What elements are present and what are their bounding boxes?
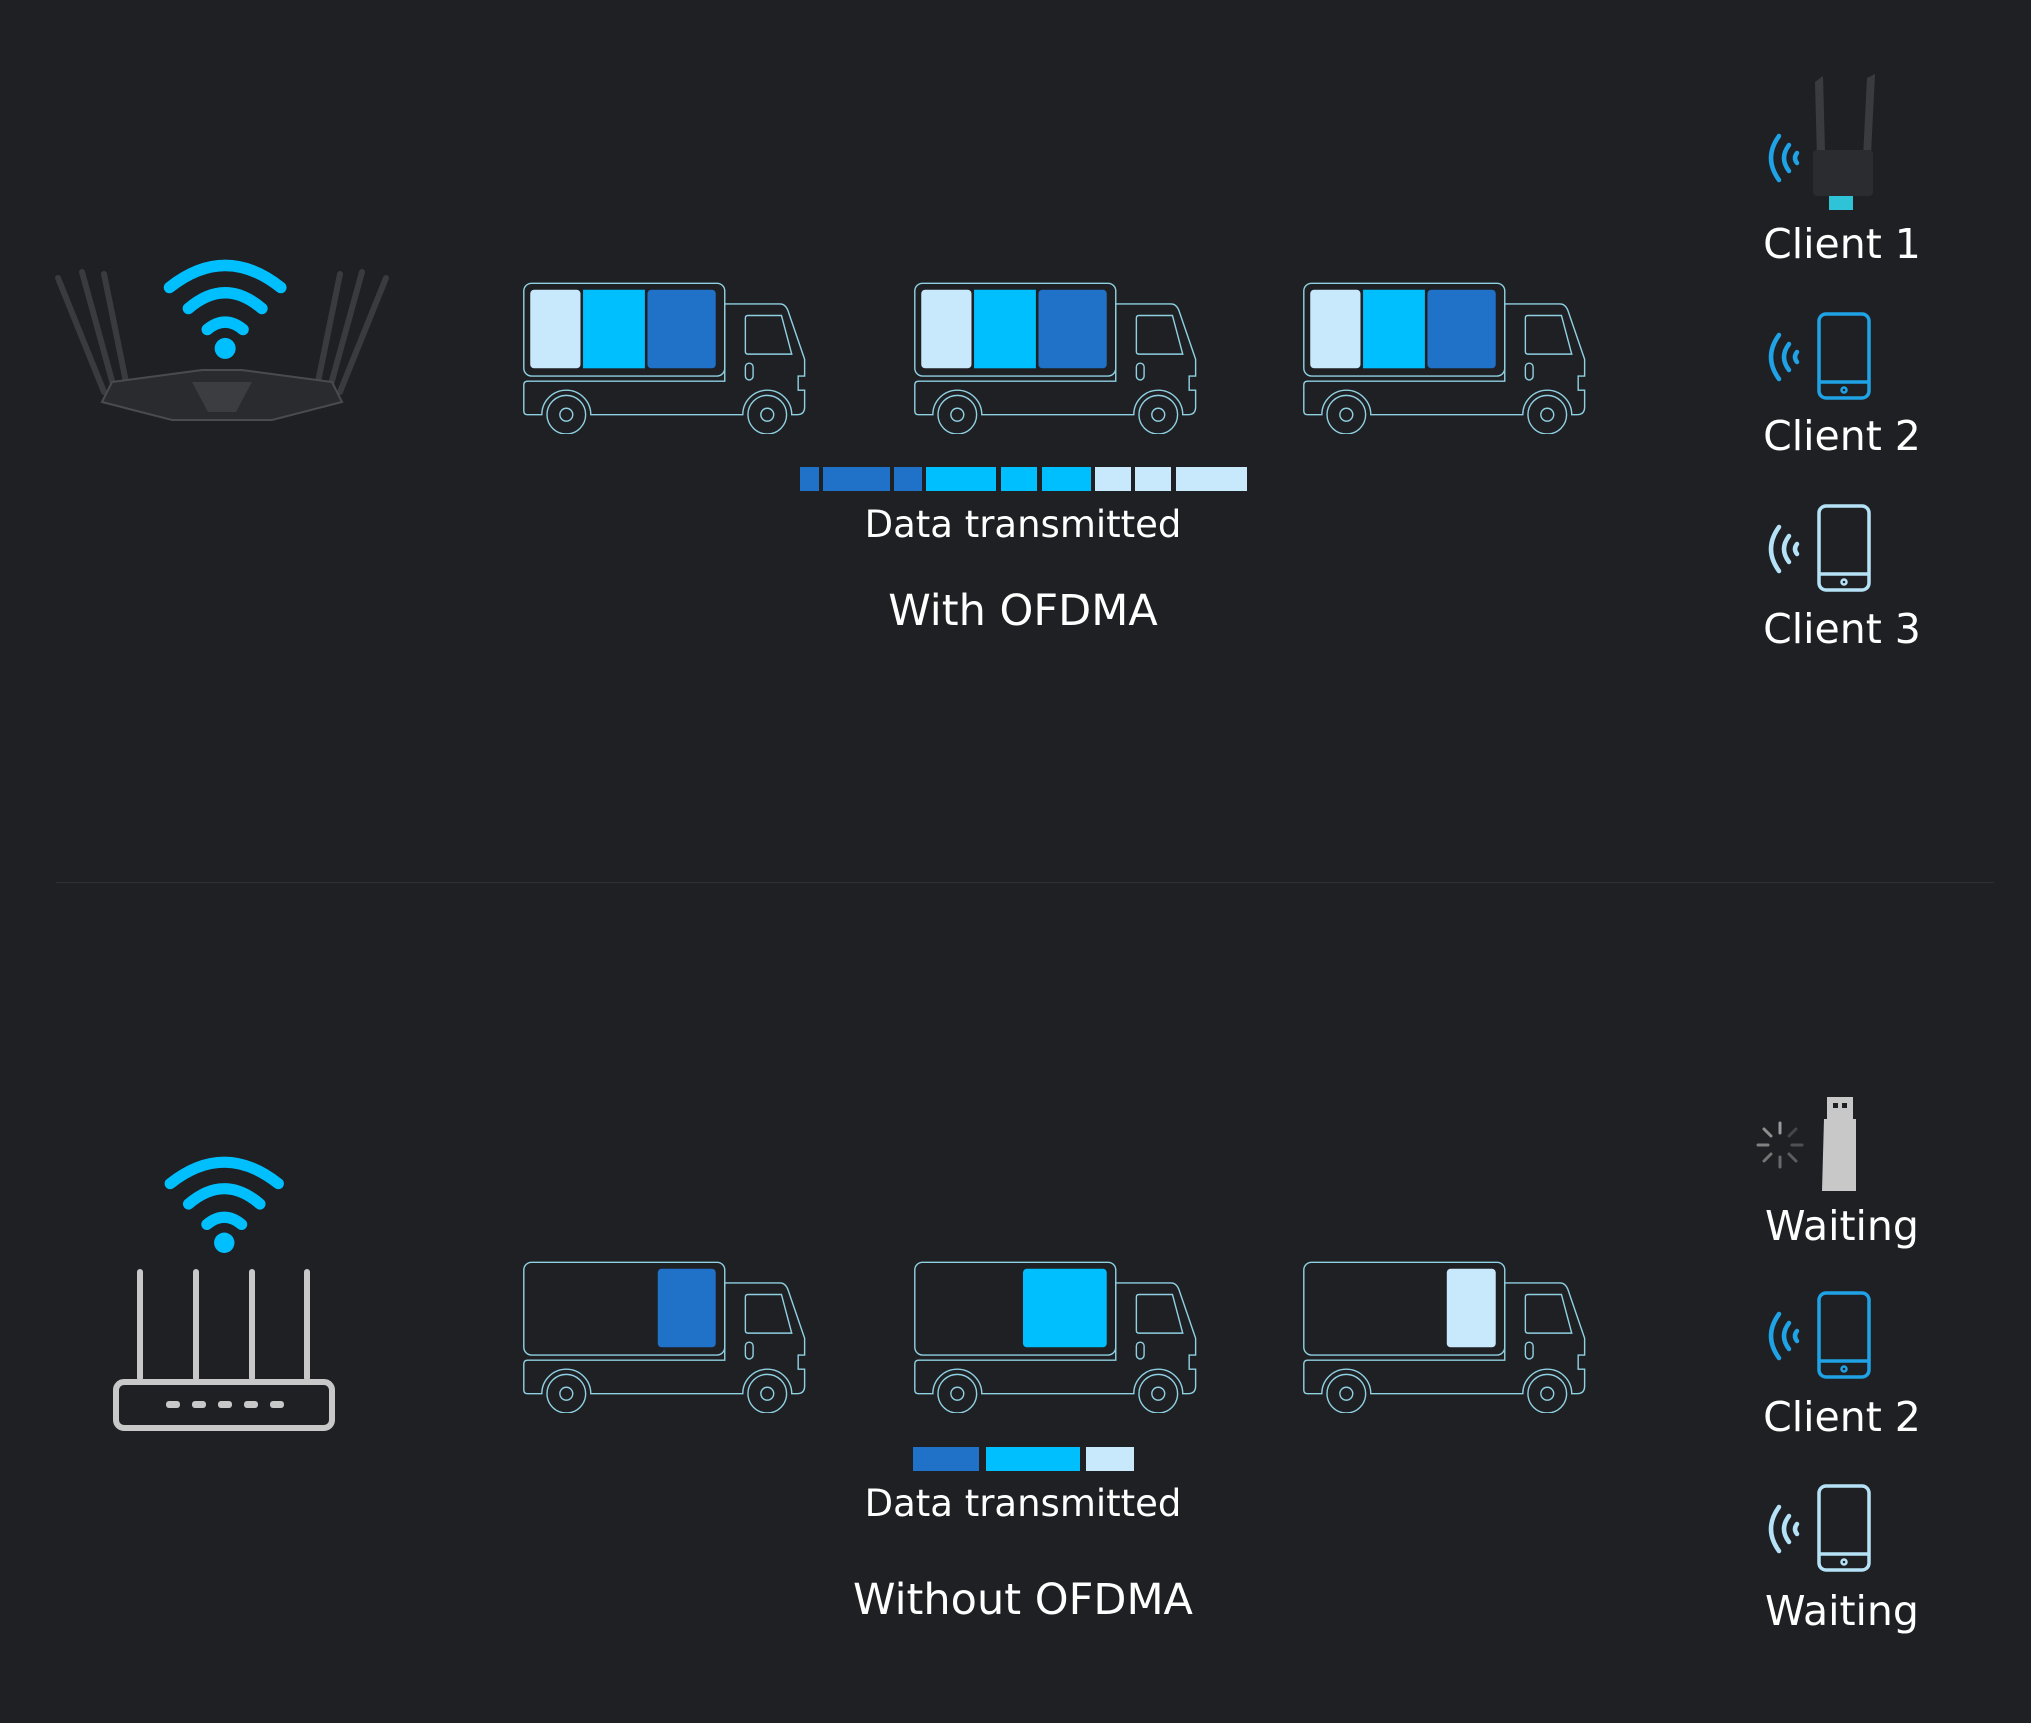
truck-2-without-ofdma: [913, 1261, 1200, 1414]
client-2-phone-icon: [1765, 311, 1885, 403]
truck-icon: [1303, 1261, 1586, 1414]
waiting-label-2: Waiting: [1765, 1587, 1919, 1635]
cargo-client2: [974, 289, 1036, 369]
wifi-icon: [170, 265, 281, 359]
cargo-client3: [1310, 289, 1361, 369]
loading-spinner-icon: [1756, 1121, 1804, 1169]
waiting-label-1: Waiting: [1765, 1202, 1919, 1250]
section-title-with-ofdma: With OFDMA: [888, 586, 1158, 636]
bar-segment: [800, 467, 819, 491]
bar-segment: [1042, 467, 1091, 491]
client-1-label: Client 1: [1763, 220, 1921, 268]
data-transmitted-caption: Data transmitted: [864, 503, 1182, 546]
data-transmitted-bar-without-ofdma: [913, 1447, 1134, 1471]
bar-segment: [986, 1447, 1080, 1471]
signal-waves-icon: [1771, 1314, 1797, 1358]
client-3-label: Client 3: [1763, 605, 1921, 653]
bar-segment: [926, 467, 996, 491]
signal-waves-icon: [1771, 1507, 1797, 1551]
cargo-client3: [921, 289, 972, 369]
cargo-client1: [657, 1268, 716, 1348]
truck-2-with-ofdma: [913, 282, 1200, 435]
cargo-client2: [1023, 1268, 1107, 1348]
signal-waves-icon: [1771, 335, 1797, 379]
bar-segment: [1086, 1447, 1134, 1471]
client-1-icon: [1765, 72, 1885, 212]
cargo-client3: [530, 289, 581, 369]
truck-3-without-ofdma: [1302, 1261, 1589, 1414]
truck-1-with-ofdma: [522, 282, 809, 435]
bar-segment: [823, 467, 890, 491]
cargo-client2: [1363, 289, 1425, 369]
usb-connector: [1829, 196, 1853, 210]
cargo-client2: [583, 289, 645, 369]
bar-segment: [1095, 467, 1131, 491]
signal-waves-icon: [1771, 136, 1797, 180]
truck-3-with-ofdma: [1302, 282, 1589, 435]
bar-segment: [1176, 467, 1247, 491]
signal-waves-icon: [1771, 527, 1797, 571]
client-3-phone-icon: [1765, 1483, 1885, 1575]
truck-1-without-ofdma: [522, 1261, 809, 1414]
legacy-router-icon: [110, 1150, 340, 1435]
antennas-icon: [55, 269, 389, 395]
cargo-client1: [1427, 289, 1496, 369]
data-transmitted-caption: Data transmitted: [864, 1482, 1182, 1525]
cargo-client1: [647, 289, 716, 369]
usb-adapter-loading-icon: [1752, 1095, 1882, 1195]
bar-segment: [913, 1447, 979, 1471]
bar-segment: [894, 467, 922, 491]
client-3-phone-icon: [1765, 503, 1885, 595]
wifi6-router-image: [52, 252, 392, 432]
cargo-client1: [1038, 289, 1107, 369]
bar-segment: [1001, 467, 1037, 491]
data-transmitted-bar-with-ofdma: [800, 467, 1247, 491]
client-2-label: Client 2: [1763, 1393, 1921, 1441]
client-2-label: Client 2: [1763, 412, 1921, 460]
bar-segment: [1135, 467, 1171, 491]
cargo-client3: [1446, 1268, 1496, 1348]
section-divider: [56, 882, 1994, 883]
wifi-icon: [170, 1162, 278, 1253]
client-2-phone-icon: [1765, 1290, 1885, 1382]
section-title-without-ofdma: Without OFDMA: [853, 1575, 1193, 1625]
